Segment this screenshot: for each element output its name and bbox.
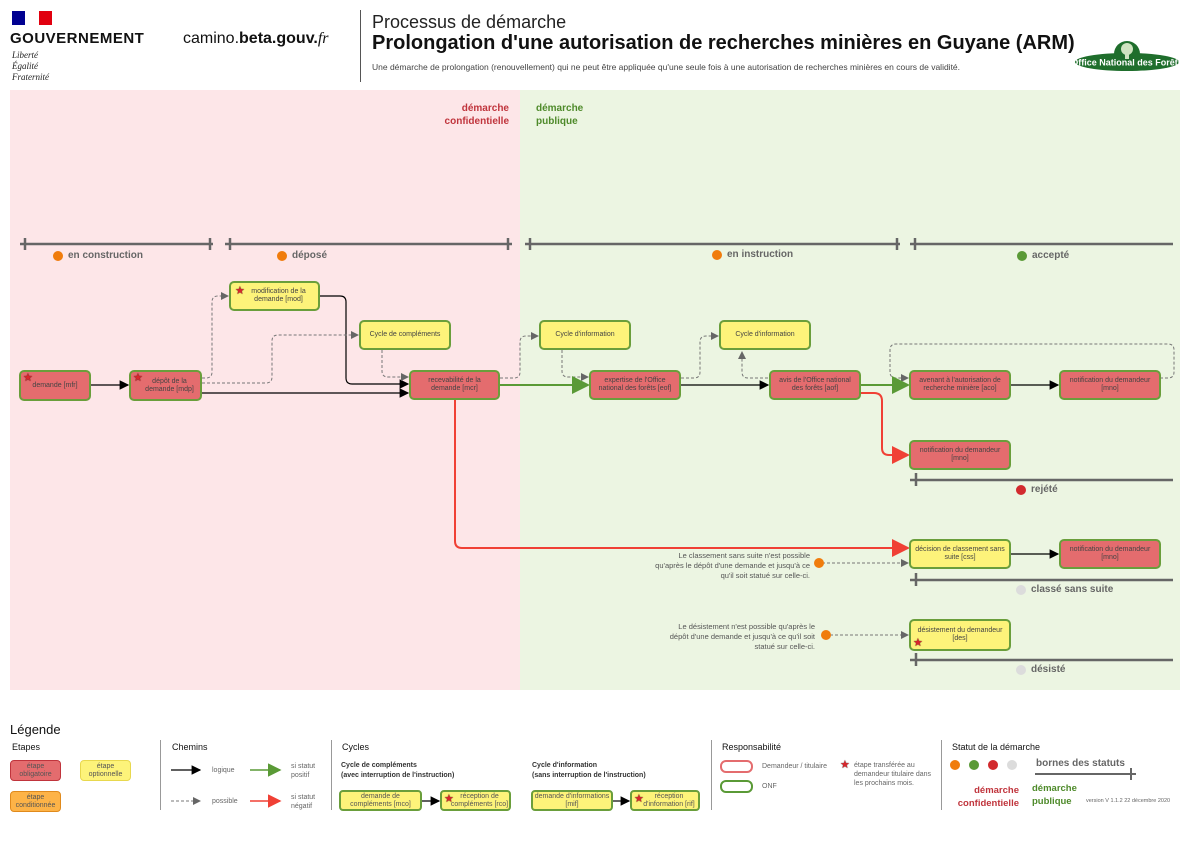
status-dot-icon <box>950 760 960 770</box>
legend-onf-swatch <box>720 780 753 793</box>
status-dot-icon <box>1017 250 1027 261</box>
legend-status-dots <box>950 760 1017 770</box>
node-mod[interactable]: ★modification de la demande [mod] <box>229 281 320 311</box>
legend-star-note: étape transférée au demandeur titulaire … <box>854 762 932 787</box>
legend-divider <box>941 740 942 810</box>
legend-bornes-bar <box>1035 768 1136 780</box>
legend-path-arrows <box>171 763 282 808</box>
node-css[interactable]: décision de classement sans suite [css] <box>909 539 1011 569</box>
node-aco[interactable]: avenant à l'autorisation de recherche mi… <box>909 370 1011 400</box>
legend-divider <box>160 740 161 810</box>
status-dot-icon <box>712 249 722 260</box>
status-dot-icon <box>1016 664 1026 675</box>
legend-path-logique: logique <box>212 767 235 774</box>
onf-logo: Office National des Forêts <box>1071 40 1183 76</box>
node-aof[interactable]: avis de l'Office national des forêts [ao… <box>769 370 861 400</box>
star-icon: ★ <box>23 372 33 384</box>
legend-node-rco: ★réception de compléments [rco] <box>440 790 511 811</box>
site-name[interactable]: camino.beta.gouv.fr <box>183 30 329 47</box>
status-dot-icon <box>1007 760 1017 770</box>
star-icon: ★ <box>133 372 143 384</box>
legend-cycle-comp-title: Cycle de compléments(avec interruption d… <box>341 762 455 779</box>
status-desiste: désisté <box>1016 664 1065 675</box>
legend-node-mif: demande d'informations [mif] <box>531 790 613 811</box>
status-dot-icon <box>277 250 287 261</box>
star-icon: ★ <box>634 793 644 805</box>
status-en-construction: en construction <box>53 250 143 261</box>
status-classe-sans-suite: classé sans suite <box>1016 584 1113 595</box>
status-rejete: rejété <box>1016 484 1058 495</box>
node-mno-reject[interactable]: notification du demandeur [mno] <box>909 440 1011 470</box>
french-flag-logo <box>12 11 52 25</box>
legend-cycles-heading: Cycles <box>342 742 370 752</box>
node-cycle-information-1[interactable]: Cycle d'information <box>539 320 631 350</box>
legend-etape-conditionnee: étape conditionnée <box>10 791 61 812</box>
legend-path-positif: si statut positif <box>291 763 316 779</box>
node-mdp[interactable]: ★dépôt de la demande [mdp] <box>129 370 202 401</box>
status-dot-icon <box>1016 484 1026 495</box>
status-bars <box>20 238 1173 666</box>
legend-bornes-label: bornes des statuts <box>1036 758 1125 769</box>
node-mcr[interactable]: recevabilité de la demande [mcr] <box>409 370 500 400</box>
legend-cycle-info-title: Cycle d'information(sans interruption de… <box>532 762 646 779</box>
node-eof[interactable]: expertise de l'Office national des forêt… <box>589 370 681 400</box>
legend-path-negatif: si statut négatif <box>291 794 316 810</box>
page-title: Prolongation d'une autorisation de reche… <box>372 32 1075 54</box>
node-cycle-information-2[interactable]: Cycle d'information <box>719 320 811 350</box>
legend-divider <box>711 740 712 810</box>
star-icon: ★ <box>444 793 454 805</box>
legend-demandeur-label: Demandeur / titulaire <box>762 763 827 770</box>
star-icon: ★ <box>913 637 923 649</box>
legend-node-rif: ★réception d'information [rif] <box>630 790 700 811</box>
legend-title: Légende <box>10 722 61 737</box>
legend-node-mco: demande de compléments [mco] <box>339 790 422 811</box>
gov-name: GOUVERNEMENT <box>10 30 145 47</box>
status-depose: déposé <box>277 250 327 261</box>
legend-onf-label: ONF <box>762 783 777 790</box>
legend-statut-heading: Statut de la démarche <box>952 742 1041 752</box>
note-dot-des <box>821 630 831 640</box>
legend-chemins-heading: Chemins <box>172 742 208 752</box>
status-dot-icon <box>53 250 63 261</box>
legend-divider <box>331 740 332 810</box>
header-divider <box>360 10 361 82</box>
status-dot-icon <box>988 760 998 770</box>
svg-text:Office National des Forêts: Office National des Forêts <box>1074 58 1180 68</box>
legend-path-possible: possible <box>212 798 238 805</box>
page-subtitle: Une démarche de prolongation (renouvelle… <box>372 62 961 72</box>
note-des: Le désistement n'est possible qu'après l… <box>669 622 815 651</box>
status-dot-icon <box>1016 584 1026 595</box>
legend-etape-obligatoire: étape obligatoire <box>10 760 61 781</box>
star-icon: ★ <box>840 759 850 771</box>
status-dot-icon <box>969 760 979 770</box>
node-mfr[interactable]: ★demande [mfr] <box>19 370 91 401</box>
node-mno-accept[interactable]: notification du demandeur [mno] <box>1059 370 1161 400</box>
page-kicker: Processus de démarche <box>372 12 567 32</box>
legend-demandeur-swatch <box>720 760 753 773</box>
note-dot-css <box>814 558 824 568</box>
star-icon: ★ <box>235 285 245 297</box>
legend-etapes-heading: Etapes <box>12 742 41 752</box>
status-en-instruction: en instruction <box>712 249 793 260</box>
node-mno-css[interactable]: notification du demandeur [mno] <box>1059 539 1161 569</box>
version-label: version V 1.1.2 22 décembre 2020 <box>1086 798 1171 804</box>
node-cycle-complements[interactable]: Cycle de compléments <box>359 320 451 350</box>
node-des[interactable]: ★désistement du demandeur [des] <box>909 619 1011 651</box>
legend-cycle-arrows <box>422 796 631 806</box>
legend-responsabilite-heading: Responsabilité <box>722 742 782 752</box>
legend-etape-optionnelle: étape optionnelle <box>80 760 131 781</box>
status-accepte: accepté <box>1017 250 1069 261</box>
note-css: Le classement sans suite n'est possible … <box>655 551 810 580</box>
